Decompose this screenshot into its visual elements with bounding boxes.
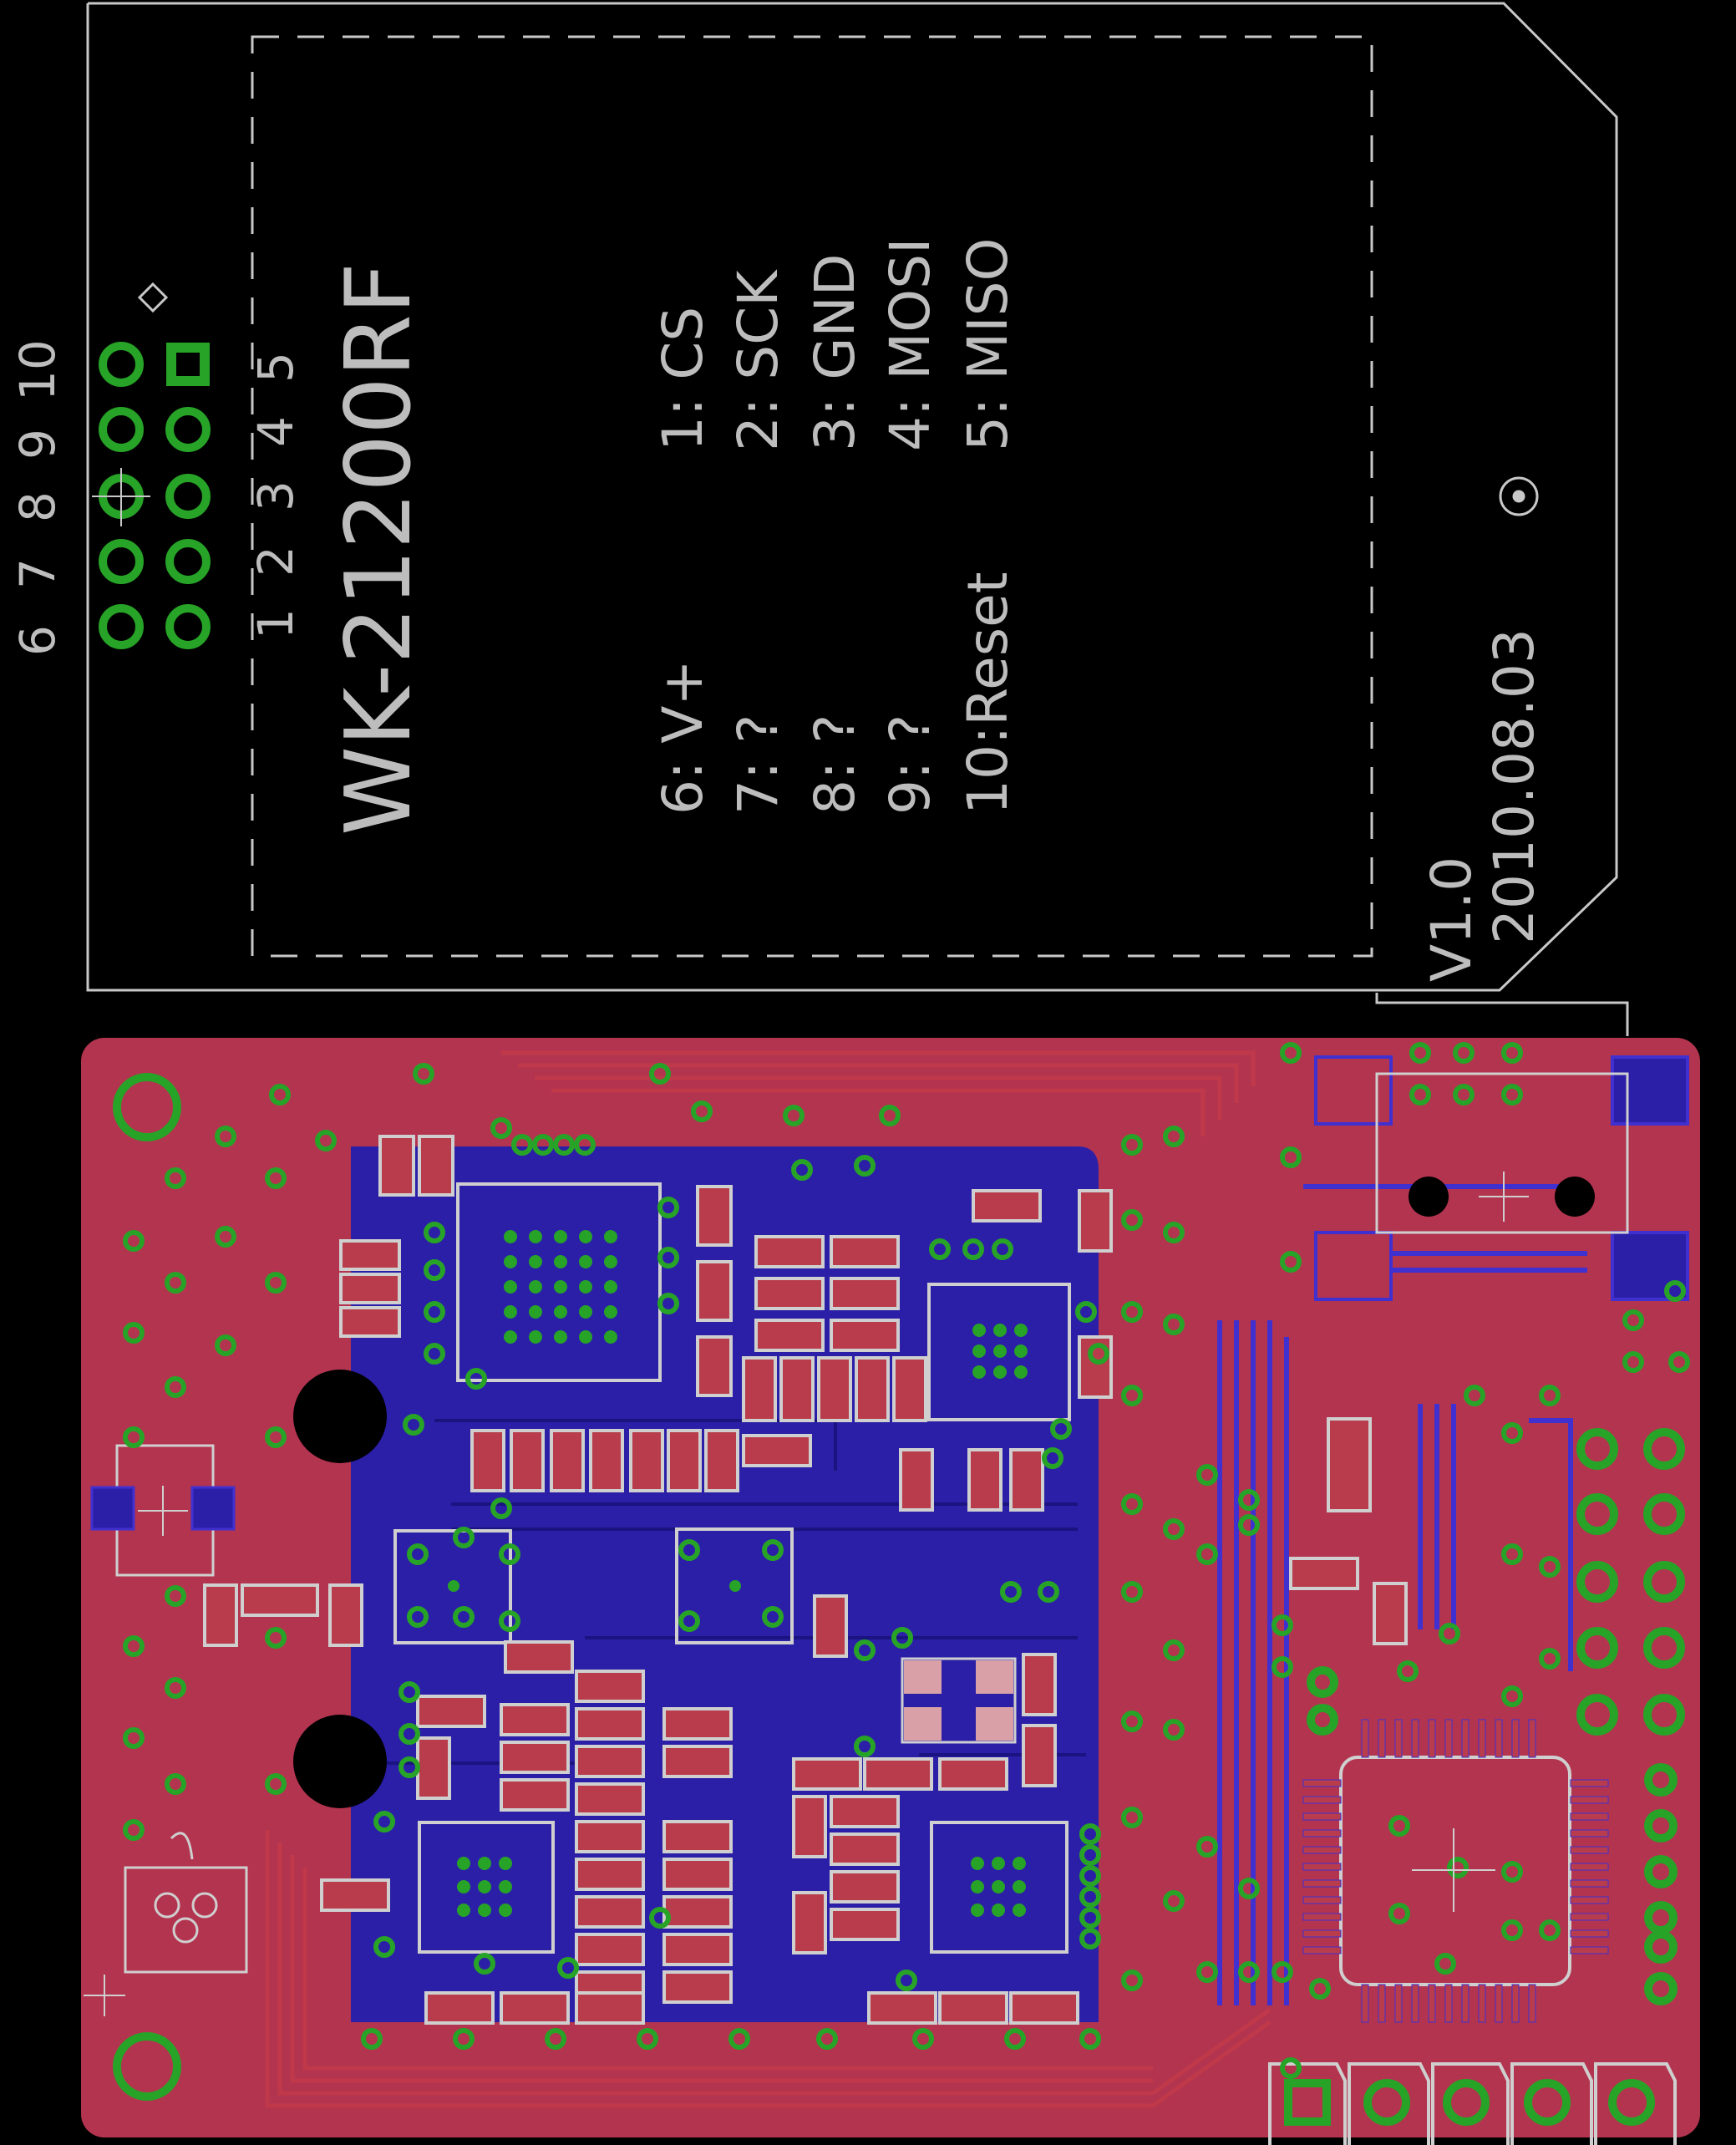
- pinout-1: 1: CS: [651, 307, 715, 451]
- pin-number-6: 6: [9, 625, 66, 656]
- crosshair-icon: [92, 468, 150, 526]
- pin1-square-pad: [166, 343, 210, 386]
- date-label-a: 2010.08.03: [1482, 628, 1546, 944]
- board-title: WK-21200RF: [327, 262, 431, 836]
- ic-u1: [393, 1182, 1571, 1986]
- version-label: V1.0: [1419, 856, 1484, 982]
- date-label-b: 2010.08.03: [1482, 545, 1546, 861]
- crystal-x1: [901, 1657, 1017, 1744]
- pin-number-2: 2: [247, 546, 304, 577]
- target-icon: [1499, 476, 1539, 516]
- vias: [123, 1042, 1690, 2079]
- pinout-7: 7: ?: [726, 714, 790, 815]
- pinout-2: 2: SCK: [726, 269, 790, 451]
- passive-components: [203, 1135, 1408, 2025]
- crosshair-icon: [84, 1172, 1529, 2016]
- header-pads: [1284, 1428, 1685, 2126]
- pinout-5: 5: MISO: [956, 238, 1020, 451]
- pinout-3: 3: GND: [803, 253, 867, 451]
- mounting-holes: [113, 1073, 1595, 2101]
- pin-number-8: 8: [9, 491, 66, 522]
- pin-number-7: 7: [9, 558, 66, 589]
- usb-connector: [1314, 1055, 1689, 1301]
- pin-number-3: 3: [247, 480, 304, 511]
- pin-number-5: 5: [247, 352, 304, 383]
- pinout-9: 9: ?: [878, 714, 942, 815]
- pinout-4: 4: MOSI: [878, 238, 942, 451]
- pin-number-10: 10: [9, 339, 66, 401]
- pinout-6: 6: V+: [651, 659, 715, 815]
- pin-number-4: 4: [247, 416, 304, 447]
- pinout-8: 8: ?: [803, 714, 867, 815]
- pin-number-9: 9: [9, 429, 66, 460]
- connector-outline: [86, 2, 1629, 1036]
- pin-number-1: 1: [247, 608, 304, 639]
- pin-header-bottom: [1268, 2062, 1677, 2145]
- diamond-icon: [137, 282, 169, 313]
- logo-mark: [124, 1832, 248, 1974]
- pinout-10: 10:Reset: [956, 572, 1020, 815]
- ic-packages: [393, 1182, 1609, 2023]
- antenna-footprint: [90, 1444, 236, 1577]
